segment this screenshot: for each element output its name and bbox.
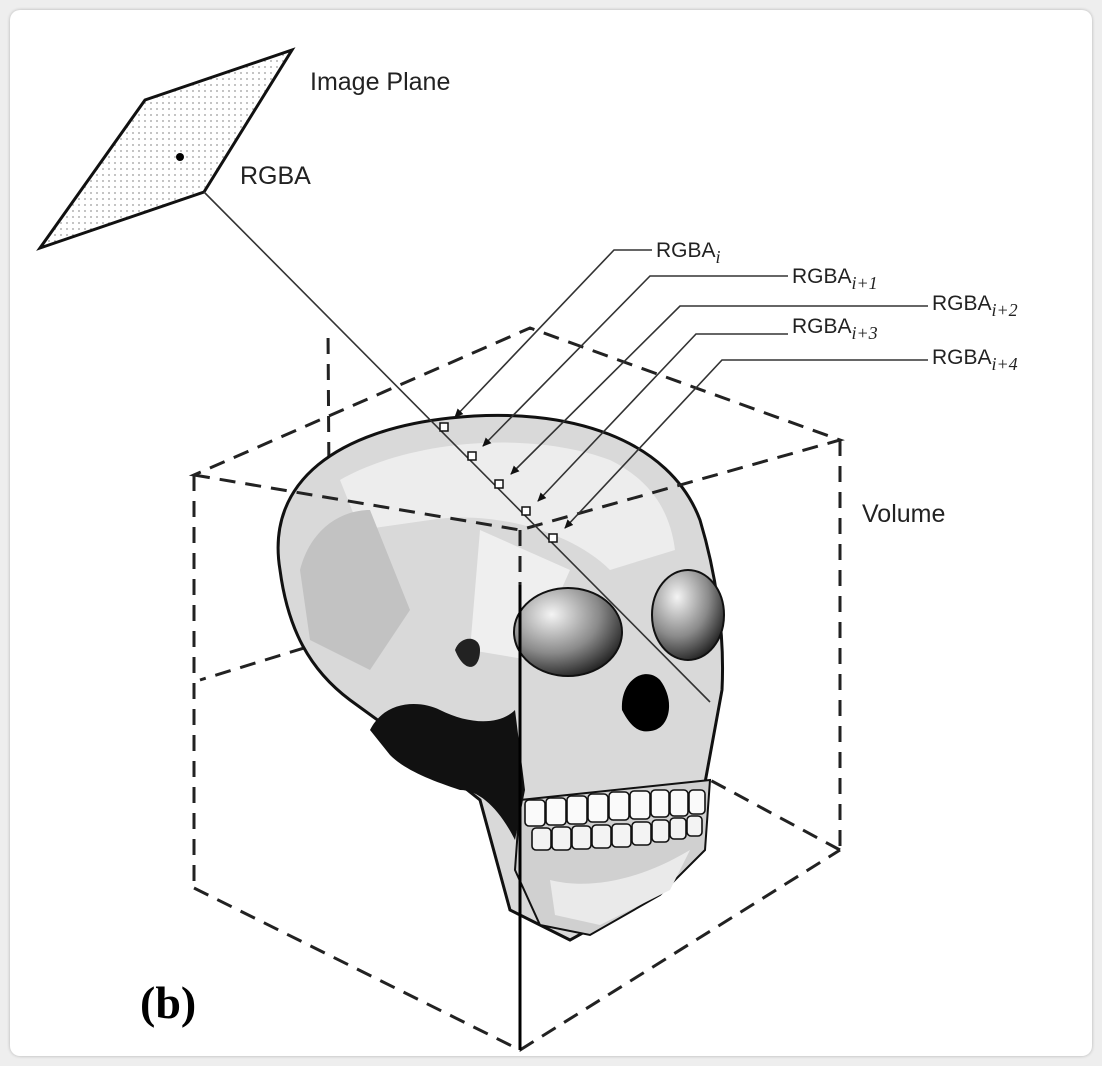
image-plane-pixel (176, 153, 184, 161)
skull-lower-teeth (531, 815, 703, 851)
image-plane-label: Image Plane (310, 68, 450, 96)
volume-label: Volume (862, 500, 945, 528)
sample-points (439, 422, 558, 543)
viewing-ray (203, 191, 711, 703)
sample-label-1: RGBAi+1 (792, 265, 878, 293)
figure-card: Image Plane RGBA Volume RGBAi RGBAi+1 RG… (10, 10, 1092, 1056)
sample-label-4: RGBAi+4 (932, 346, 1018, 374)
skull-left-orbit (513, 587, 623, 677)
skull-illustration (276, 413, 725, 942)
sample-label-3: RGBAi+3 (792, 315, 878, 343)
image-plane (36, 47, 296, 251)
rgba-label: RGBA (240, 162, 311, 190)
sample-label-0: RGBAi (656, 239, 721, 267)
volume-rendering-diagram: Image Plane RGBA Volume RGBAi RGBAi+1 RG… (36, 47, 1018, 1052)
skull-right-orbit (651, 569, 725, 661)
sample-leader-lines (454, 249, 928, 529)
sample-label-2: RGBAi+2 (932, 292, 1018, 320)
skull-nasal-cavity (621, 674, 670, 732)
skull-upper-teeth (524, 789, 706, 827)
panel-label: (b) (140, 977, 196, 1028)
